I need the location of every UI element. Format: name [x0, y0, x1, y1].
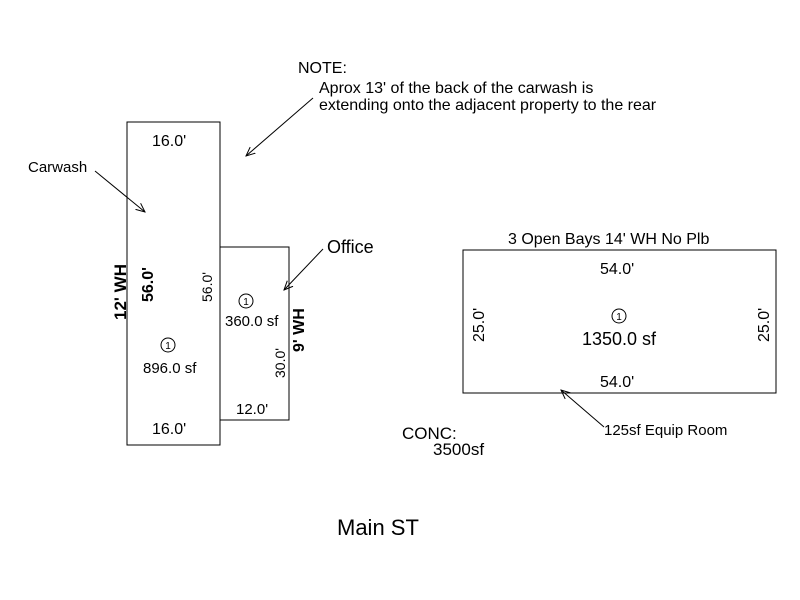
office-outline	[219, 246, 290, 421]
equip-room-note: 125sf Equip Room	[604, 422, 727, 439]
carwash-marker: 1	[165, 341, 171, 352]
office-bottom-dim: 12.0'	[236, 401, 268, 418]
note-line-2: extending onto the adjacent property to …	[319, 97, 657, 114]
bays-left-dim: 25.0'	[471, 308, 488, 342]
equip-arrow	[561, 390, 605, 428]
bays-title: 3 Open Bays 14' WH No Plb	[508, 231, 709, 248]
office-marker: 1	[243, 297, 249, 308]
office-arrow	[284, 248, 324, 290]
note-heading: NOTE:	[298, 60, 347, 77]
bays-top-dim: 54.0'	[600, 261, 634, 278]
carwash-top-dim: 16.0'	[152, 133, 186, 150]
conc-label: CONC:	[402, 424, 457, 443]
office-side-dim-right: 30.0'	[272, 348, 288, 378]
office-marker-circle	[238, 293, 254, 309]
bays-right-dim: 25.0'	[756, 308, 773, 342]
carwash-arrow	[94, 170, 145, 212]
bays-marker: 1	[616, 312, 622, 323]
street-label: Main ST	[337, 515, 419, 540]
office-area: 360.0 sf	[225, 313, 279, 330]
office-label: Office	[327, 237, 374, 257]
carwash-bottom-dim: 16.0'	[152, 421, 186, 438]
carwash-wall-height: 12' WH	[111, 264, 130, 320]
office-side-dim-left: 56.0'	[199, 272, 215, 302]
note-arrow	[246, 97, 314, 156]
note-line-1: Aprox 13' of the back of the carwash is	[319, 80, 593, 97]
carwash-side-dim: 56.0'	[140, 267, 157, 302]
office-wall-height: 9' WH	[291, 308, 308, 352]
carwash-label: Carwash	[28, 159, 87, 176]
bays-area: 1350.0 sf	[582, 329, 657, 349]
bays-bottom-dim: 54.0'	[600, 374, 634, 391]
carwash-area: 896.0 sf	[143, 360, 197, 377]
conc-area: 3500sf	[433, 440, 484, 459]
carwash-marker-circle	[160, 337, 176, 353]
bays-marker-circle	[611, 308, 627, 324]
bays-outline	[462, 249, 777, 394]
